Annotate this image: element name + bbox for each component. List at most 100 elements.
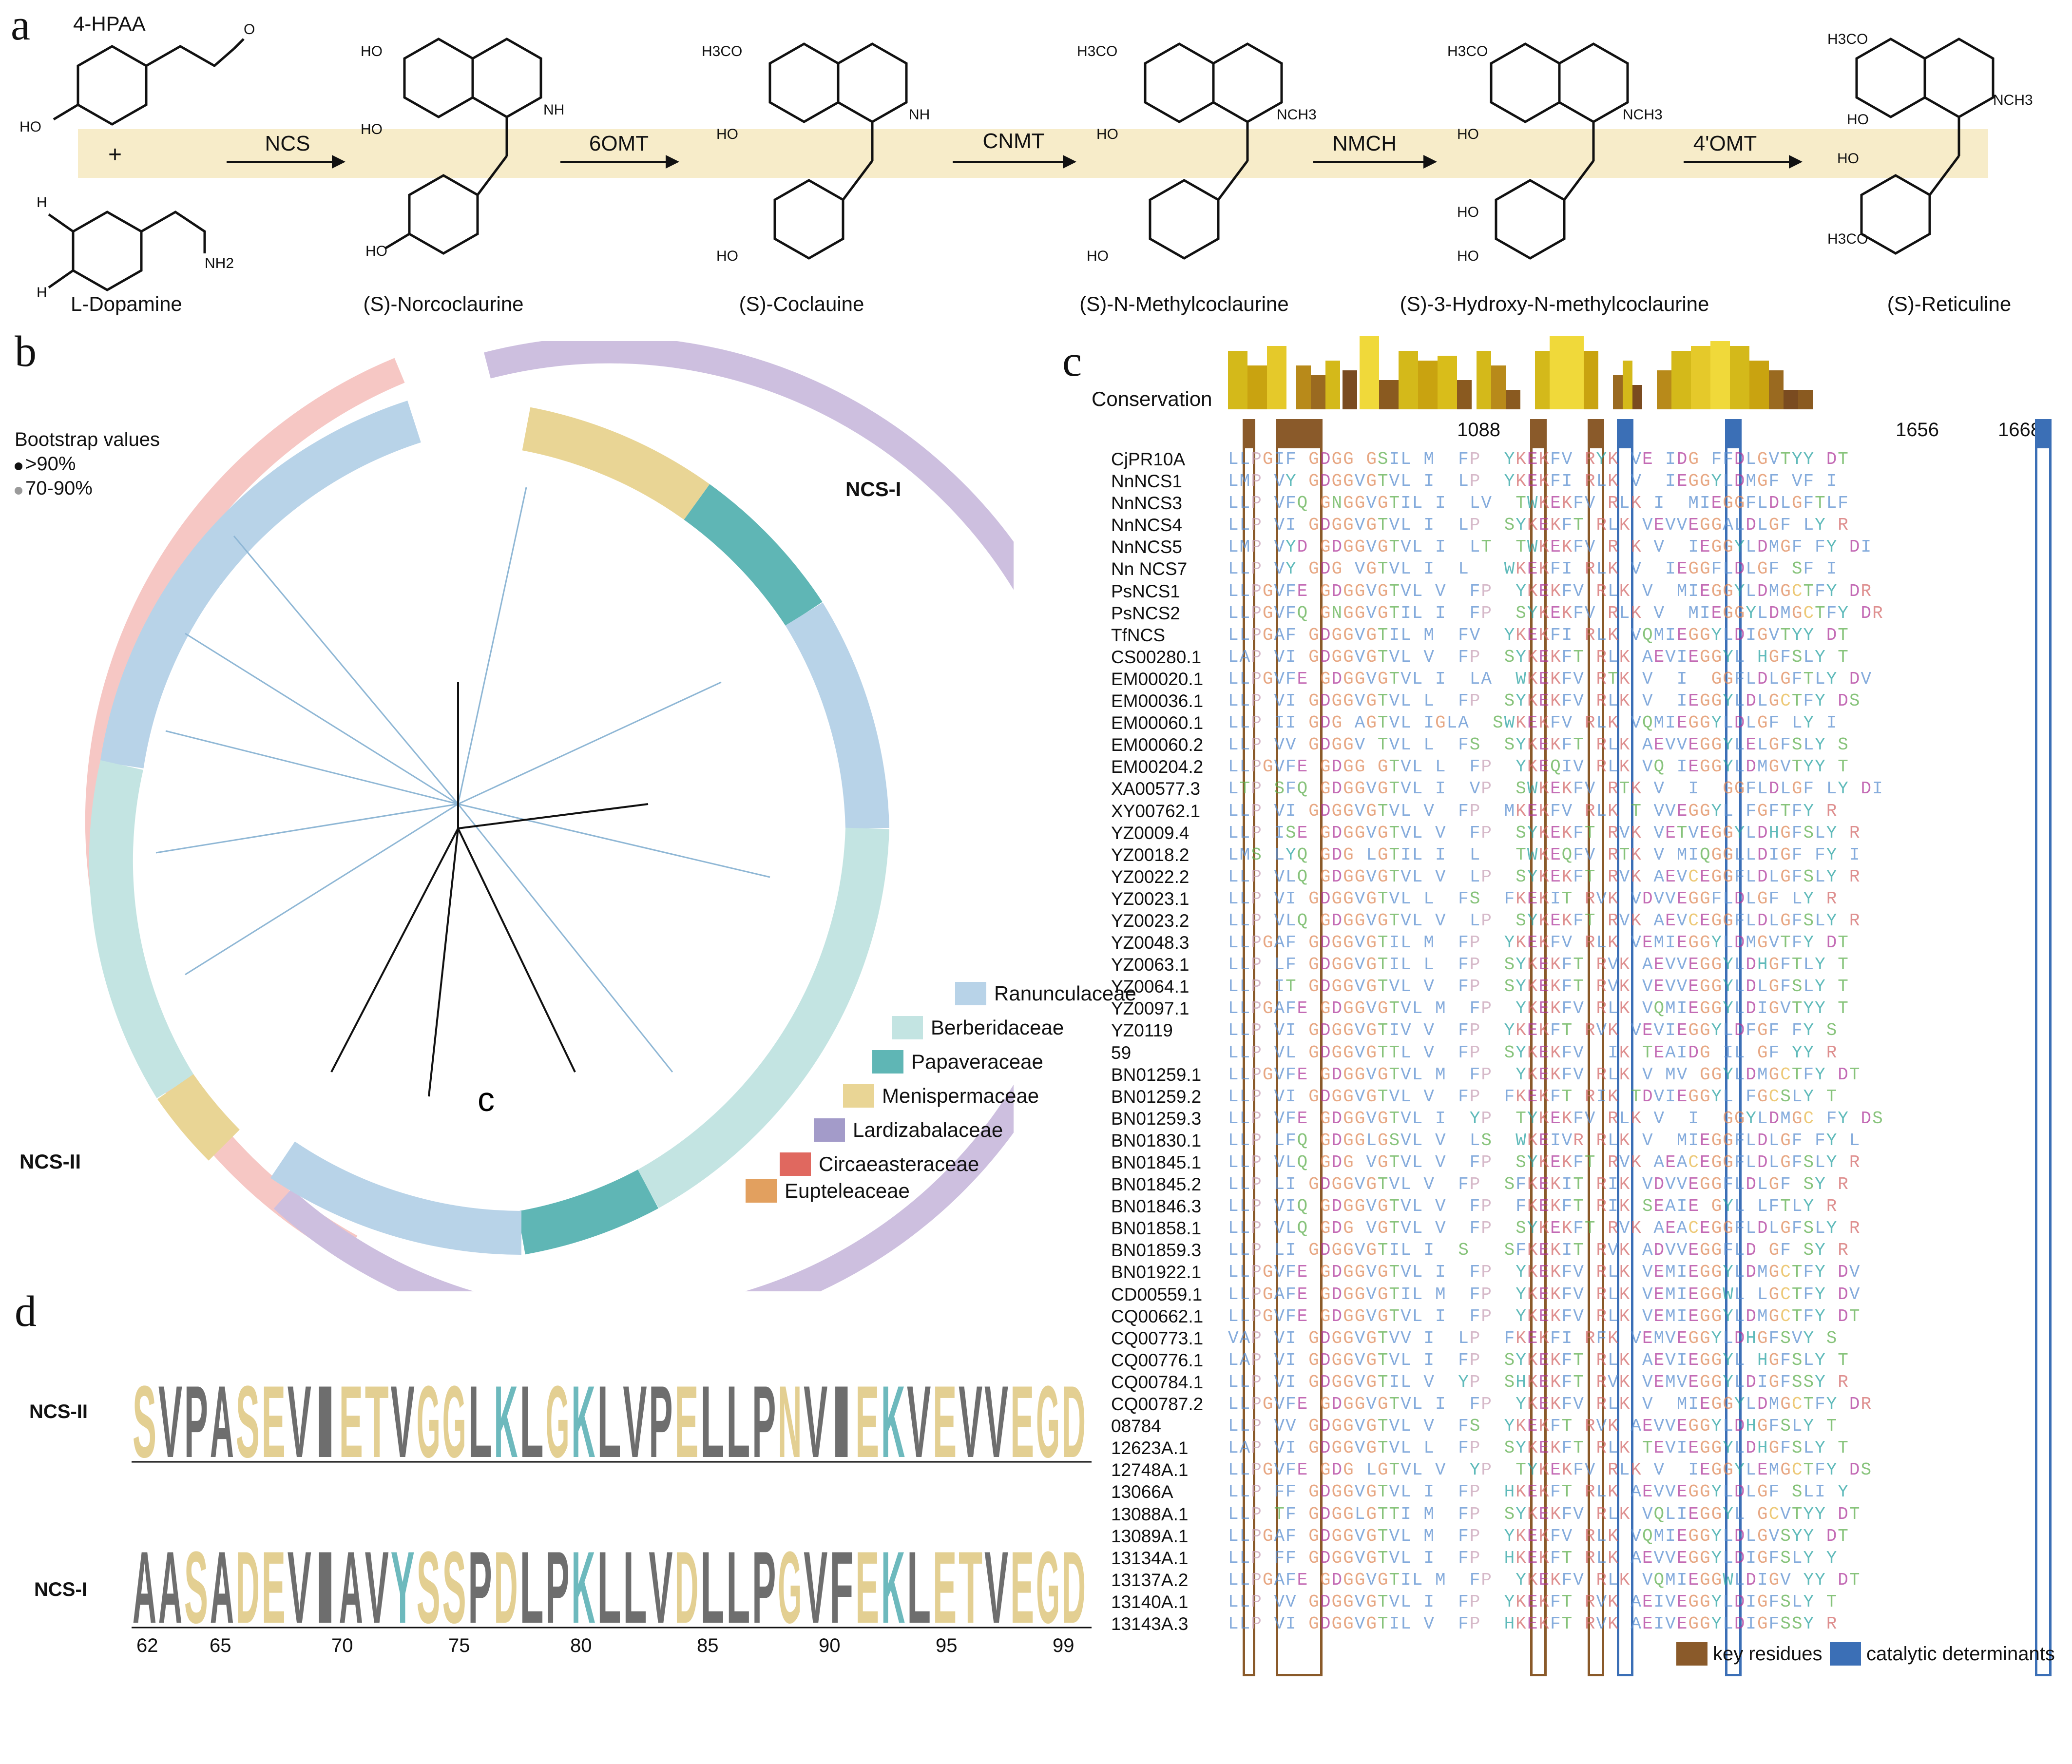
sequence-name: NnNCS5 bbox=[1111, 537, 1182, 557]
logo-letter: D bbox=[1062, 1530, 1086, 1645]
ncs-i-ring bbox=[273, 341, 1014, 1291]
logo-letter: K bbox=[881, 1364, 905, 1479]
logo-letter: P bbox=[752, 1530, 776, 1645]
logo-letter: V bbox=[391, 1364, 415, 1479]
atom-ho: HO bbox=[361, 121, 383, 137]
legend-key-residues-label: key residues bbox=[1713, 1643, 1823, 1665]
logo-letter: L bbox=[700, 1530, 724, 1645]
sequence-name: BN01259.3 bbox=[1111, 1108, 1202, 1129]
alignment-row: LLP VV GDGGV TVL L FS SYKEKFT RLK AEVVEG… bbox=[1228, 735, 1849, 755]
logo-letter: S bbox=[442, 1530, 466, 1645]
logo-letter: S bbox=[184, 1530, 208, 1645]
logo-letter: L bbox=[468, 1364, 492, 1479]
enzyme-label-2: 6OMT bbox=[589, 132, 649, 155]
sequence-name: YZ0009.4 bbox=[1111, 823, 1189, 843]
alignment-row: LMS LYQ GDG LGTIL I L TWKEQFV RTK V MIQG… bbox=[1228, 844, 1861, 865]
sequence-name: BN01845.1 bbox=[1111, 1152, 1202, 1172]
legend-label-circaeasteraceae: Circaeasteraceae bbox=[819, 1152, 979, 1175]
alignment-row: LLP VLQ GDGGVGTVL V LP SYKEKFT RVK AEVCE… bbox=[1228, 910, 1861, 931]
atom-h3co: H3CO bbox=[702, 43, 742, 59]
logo-letter: E bbox=[933, 1530, 957, 1645]
alignment-block: LLPGIF GDGG GSIL M FP YKEKFV RYK VE IDG … bbox=[1228, 448, 2056, 1764]
logo-letter: L bbox=[907, 1530, 931, 1645]
logo-row-label-ncs-ii: NCS-II bbox=[29, 1401, 88, 1422]
logo-letter: V bbox=[959, 1364, 982, 1479]
logo-letter: V bbox=[907, 1364, 931, 1479]
bootstrap-high: >90% bbox=[15, 453, 76, 475]
atom-ho: HO bbox=[716, 126, 738, 142]
logo-letter: V bbox=[984, 1530, 1008, 1645]
logo-letter: G bbox=[417, 1364, 441, 1479]
reactant-4hpaa-label: 4-HPAA bbox=[73, 12, 146, 35]
atom-ho: HO bbox=[1457, 126, 1479, 142]
alignment-row: LTP SFQ GDGGVGTVL I VP SWKEKFV RTK V I G… bbox=[1228, 779, 1884, 799]
logo-letter: A bbox=[339, 1530, 363, 1645]
logo-tick: 65 bbox=[210, 1635, 231, 1656]
sequence-name: YZ0022.2 bbox=[1111, 866, 1189, 887]
logo-letter: L bbox=[726, 1364, 750, 1479]
logo-tick: 75 bbox=[448, 1635, 470, 1656]
alignment-row: LLP VI GDGGVGTIL V YP SHKEKFT RVK VEMVEG… bbox=[1228, 1372, 1849, 1392]
sequence-name: CQ00662.1 bbox=[1111, 1306, 1204, 1326]
plus-sign: + bbox=[108, 142, 122, 168]
logo-letter: V bbox=[804, 1364, 827, 1479]
sequence-name: BN01830.1 bbox=[1111, 1130, 1202, 1150]
sequence-name: XA00577.3 bbox=[1111, 779, 1201, 799]
logo-letter: L bbox=[726, 1530, 750, 1645]
atom-o: O bbox=[244, 21, 255, 38]
conservation-bars bbox=[1228, 336, 1813, 409]
alignment-row: LLP ISE GDGGVGTVL V FP SYKEKFT RVK VETVE… bbox=[1228, 823, 1861, 843]
logo-letter: V bbox=[158, 1364, 182, 1479]
logo-row-label-ncs-i: NCS-I bbox=[34, 1579, 87, 1600]
logo-letter: V bbox=[623, 1364, 647, 1479]
sequence-name: YZ0023.2 bbox=[1111, 910, 1189, 931]
logo-letter: D bbox=[674, 1530, 698, 1645]
alignment-row: LLP VLQ GDG VGTVL V FP SYKEKFT RVK AEACE… bbox=[1228, 1152, 1861, 1172]
alignment-row: LLPGVFE GDGGVGTVL I LA WKEKFV RTK V I GG… bbox=[1228, 669, 1873, 689]
alignment-row: LLPGVFE GDGGVGTVL I FP YKEKFV RLK VEMIEG… bbox=[1228, 1306, 1861, 1326]
compound-name-1: (S)-Norcoclaurine bbox=[363, 292, 524, 315]
alignment-row: LLPGVFQ GNGGVGTIL I FP SYKEKFV RLK V MIE… bbox=[1228, 603, 1884, 623]
enzyme-label-4: NMCH bbox=[1332, 132, 1397, 155]
sequence-name: EM00060.2 bbox=[1111, 735, 1204, 755]
logo-letter: D bbox=[236, 1530, 260, 1645]
logo-letter: A bbox=[210, 1530, 234, 1645]
alignment-row: LLPGVFE GDGG GTVL L FP YKEQIV RLK VQ IEG… bbox=[1228, 757, 1849, 777]
logo-letter: G bbox=[442, 1364, 466, 1479]
alignment-row: LMP VYD GDGGVGTVL I LT TWKEKFV R K V IEG… bbox=[1228, 537, 1873, 557]
sequence-name: TfNCS bbox=[1111, 625, 1165, 645]
sequence-name: YZ0048.3 bbox=[1111, 933, 1189, 953]
logo-letter: V bbox=[288, 1364, 311, 1479]
alignment-row: LLPGVFE GDGGVGTVL I FP YKEKFV RLK VEMIEG… bbox=[1228, 1262, 1861, 1283]
sequence-name: YZ0064.1 bbox=[1111, 977, 1189, 997]
logo-letter: A bbox=[133, 1530, 156, 1645]
alignment-position-1656: 1656 bbox=[1896, 419, 1939, 441]
legend-swatch-papaveraceae bbox=[872, 1050, 903, 1074]
alignment-row: LLP FF GDGGVGTVL I FP HKEKFT RLK AEVVEGG… bbox=[1228, 1482, 1849, 1502]
logo-letter: A bbox=[210, 1364, 234, 1479]
reaction-arrow-2 bbox=[560, 155, 679, 169]
clade-label-ncs-i: NCS-I bbox=[845, 478, 902, 500]
logo-tick: 80 bbox=[570, 1635, 592, 1656]
logo-letter: E bbox=[262, 1530, 286, 1645]
atom-ho: HO bbox=[1457, 204, 1479, 220]
legend-key-residues-swatch bbox=[1676, 1642, 1707, 1666]
atom-nh2: NH2 bbox=[205, 255, 234, 271]
logo-letter: G bbox=[1036, 1364, 1060, 1479]
alignment-row: LLP VLQ GDGGVGTVL V LP SYKEKFT RVK AEVCE… bbox=[1228, 866, 1861, 887]
alignment-row: LLPGIF GDGG GSIL M FP YKEKFV RYK VE IDG … bbox=[1228, 449, 1849, 469]
sequence-name: XY00762.1 bbox=[1111, 801, 1201, 821]
logo-letter: K bbox=[494, 1364, 518, 1479]
legend-label-ranunculaceae: Ranunculaceae bbox=[994, 982, 1136, 1005]
alignment-row: LLP LI GDGGVGTVL V FP SFKEKIT RIK VDVVEG… bbox=[1228, 1174, 1849, 1195]
alignment-row: LLPGVFE GDGGVGTVL V FP YKEKFV RLK V MIEG… bbox=[1228, 581, 1873, 601]
logo-letter: E bbox=[1010, 1530, 1034, 1645]
sequence-name: 13134A.1 bbox=[1111, 1548, 1189, 1568]
sequence-name: NnNCS1 bbox=[1111, 471, 1182, 492]
legend-swatch-berberidaceae bbox=[892, 1016, 923, 1039]
alignment-row: LLP VI GDGGVGTIV V FP YKEKFT RVK VEVIEGG… bbox=[1228, 1020, 1838, 1041]
logo-letter: E bbox=[855, 1364, 879, 1479]
alignment-row: LLPGVFE GDGGVGTVL I FP YKEKFV RLK V MIEG… bbox=[1228, 1394, 1873, 1415]
